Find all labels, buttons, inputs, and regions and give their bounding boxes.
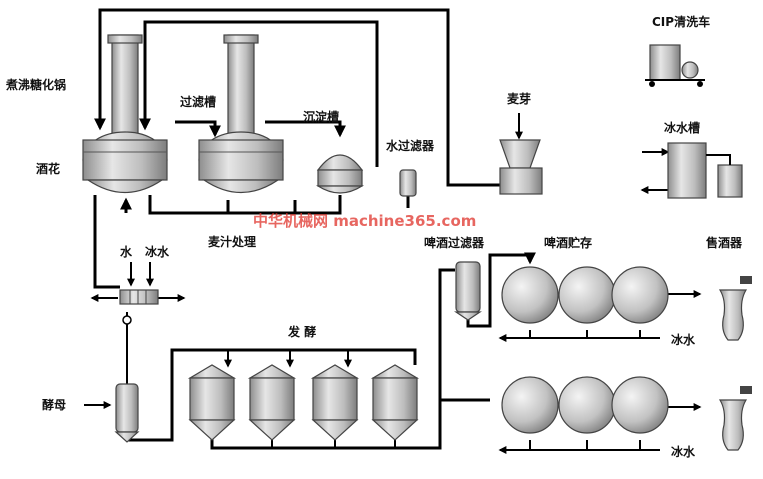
water-filter-vessel [399, 169, 417, 197]
label-ice-water-1: 冰水 [671, 332, 696, 347]
storage-tank-4 [501, 376, 559, 434]
fermenter-1 [187, 364, 237, 441]
label-whirlpool: 沉淀槽 [303, 109, 339, 124]
storage-tanks-row-2 [501, 376, 669, 434]
beer-dispenser-1 [718, 289, 748, 341]
storage-tank-3 [611, 266, 669, 324]
storage-tank-2 [558, 266, 616, 324]
label-yeast: 酵母 [42, 397, 66, 412]
label-beer-storage: 啤酒贮存 [544, 235, 592, 250]
label-ice-water-top: 冰水 [145, 244, 170, 259]
process-pipes [84, 8, 702, 454]
whirlpool-vessel [315, 154, 365, 194]
label-wort-treatment: 麦汁处理 [208, 234, 256, 249]
fermenter-2 [247, 364, 297, 441]
label-malt: 麦芽 [507, 91, 531, 106]
beer-dispenser-2 [718, 399, 748, 451]
label-beer-dispenser: 售酒器 [706, 235, 743, 250]
watermark-text: 中华机械网 machine365.com [253, 212, 476, 230]
label-cip: CIP清洗车 [652, 14, 710, 29]
storage-tank-5 [558, 376, 616, 434]
fermenter-3 [310, 364, 360, 441]
fermenter-4 [370, 364, 420, 441]
label-water: 水 [120, 244, 133, 259]
lauter-tun-vessel [198, 34, 284, 194]
label-hops: 酒花 [36, 161, 60, 176]
malt-mill [499, 139, 543, 195]
diagram-labels: 煮沸糖化锅 酒花 过滤槽 沉淀槽 水过滤器 麦芽 CIP清洗车 冰水槽 麦汁处理… [5, 14, 743, 459]
label-boil-kettle: 煮沸糖化锅 [5, 77, 66, 92]
fermenters [187, 364, 420, 441]
beer-filter-vessel [454, 261, 482, 321]
boil-kettle-vessel [82, 34, 168, 194]
heat-exchanger [119, 289, 159, 325]
label-water-filter: 水过滤器 [386, 138, 435, 153]
label-beer-filter: 啤酒过滤器 [424, 235, 485, 250]
label-ice-water-tank: 冰水槽 [664, 120, 700, 135]
storage-tanks-row-1 [501, 266, 669, 324]
cip-cart [645, 44, 705, 87]
yeast-tank [114, 383, 140, 443]
storage-tank-6 [611, 376, 669, 434]
label-lauter-tun: 过滤槽 [180, 94, 216, 109]
beer-dispensers [718, 276, 752, 451]
storage-tank-1 [501, 266, 559, 324]
label-ice-water-2: 冰水 [671, 444, 696, 459]
ice-water-tank-unit [667, 142, 743, 199]
label-fermentation: 发 酵 [287, 324, 316, 339]
